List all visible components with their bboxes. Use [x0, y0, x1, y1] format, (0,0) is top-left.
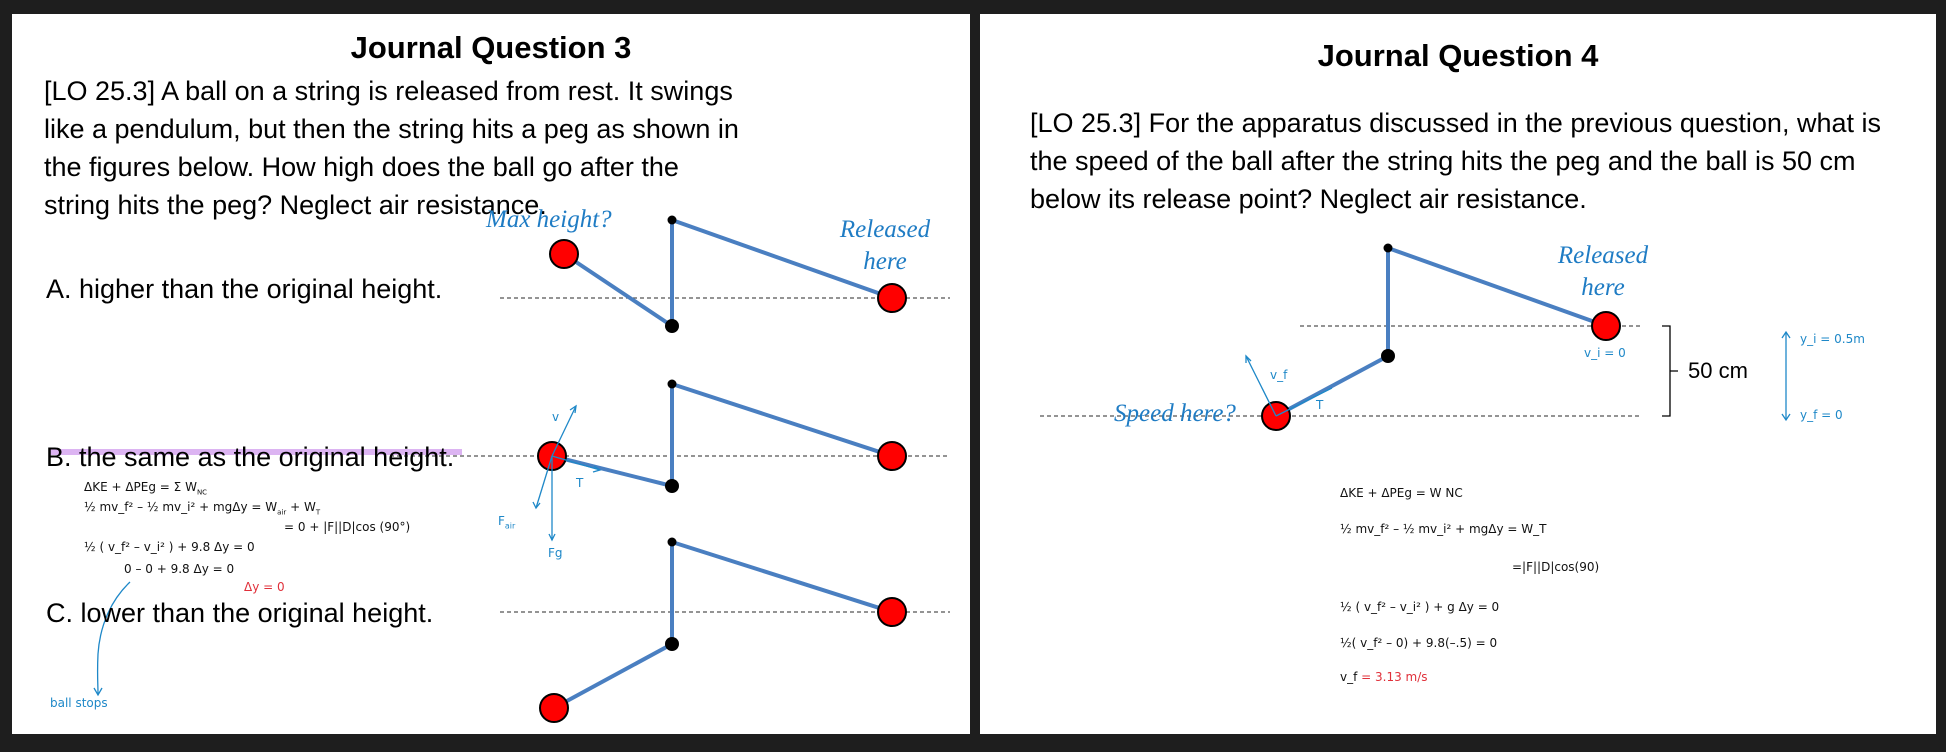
peg-dot [665, 319, 679, 333]
note-ball-stops: ball stops [50, 696, 108, 710]
pendulum-figures [50, 215, 950, 723]
ball [549, 239, 579, 269]
note-vi: v_i = 0 [1584, 346, 1626, 360]
peg-dot [1381, 349, 1395, 363]
option-c[interactable]: C. lower than the original height. [46, 598, 434, 628]
pivot-dot [667, 537, 677, 547]
note-line-2: ½ mv_f² – ½ mv_i² + mgΔy = W_T [1340, 522, 1547, 536]
pivot-dot [667, 215, 677, 225]
pendulum-figure [1040, 243, 1791, 431]
note-line-5: ½( v_f² – 0) + 9.8(–.5) = 0 [1340, 636, 1498, 650]
peg-dot [665, 637, 679, 651]
note-t: T [1316, 398, 1324, 412]
speed-here-label: Speed here? [1114, 400, 1236, 427]
note-line-3: =|F||D|cos(90) [1512, 560, 1600, 574]
note-fg: Fg [548, 546, 563, 560]
slide-title: Journal Question 4 [1317, 38, 1599, 73]
note-yf: y_f = 0 [1800, 408, 1843, 422]
slide-journal-question-3: Journal Question 3 [LO 25.3] A ball on a… [12, 14, 970, 734]
pivot-dot [667, 379, 677, 389]
note-line-2: ½ mv_f² – ½ mv_i² + mgΔy = Wair + WT [84, 500, 321, 517]
note-line-1: ΔKE + ΔPEg = Σ WNC [84, 480, 208, 497]
slide-title: Journal Question 3 [350, 30, 632, 65]
note-delta-y: Δy = 0 [244, 580, 285, 594]
note-vf: v_f [1270, 368, 1288, 382]
ball [1591, 311, 1621, 341]
peg-dot [665, 479, 679, 493]
note-line-6: v_f = 3.13 m/s [1340, 670, 1428, 684]
question-text: [LO 25.3] For the apparatus discussed in… [1030, 108, 1881, 214]
option-a[interactable]: A. higher than the original height. [46, 274, 443, 304]
ball [539, 693, 569, 723]
note-yi: y_i = 0.5m [1800, 332, 1865, 346]
note-v: v [552, 410, 560, 424]
released-here-label: Released here [839, 216, 931, 275]
note-line-1: ΔKE + ΔPEg = W NC [1340, 486, 1463, 500]
note-line-4: ½ ( v_f² – v_i² ) + g Δy = 0 [1340, 600, 1500, 614]
note-line-4: ½ ( v_f² – v_i² ) + 9.8 Δy = 0 [84, 540, 255, 554]
slide-journal-question-4: Journal Question 4 [LO 25.3] For the app… [980, 14, 1936, 734]
ball [877, 283, 907, 313]
height-bracket [1662, 325, 1678, 417]
note-t: T [576, 476, 584, 490]
note-line-5: 0 – 0 + 9.8 Δy = 0 [124, 562, 235, 576]
released-here-label: Released here [1557, 242, 1649, 301]
note-line-3: = 0 + |F||D|cos (90°) [284, 520, 411, 534]
ball [877, 597, 907, 627]
pivot-dot [1383, 243, 1393, 253]
question-text: [LO 25.3] A ball on a string is released… [44, 76, 739, 220]
option-b[interactable]: B. the same as the original height. [46, 442, 455, 472]
note-fair: Fair [498, 514, 516, 531]
ball [877, 441, 907, 471]
max-height-label: Max height? [486, 206, 612, 233]
distance-label: 50 cm [1688, 358, 1748, 383]
